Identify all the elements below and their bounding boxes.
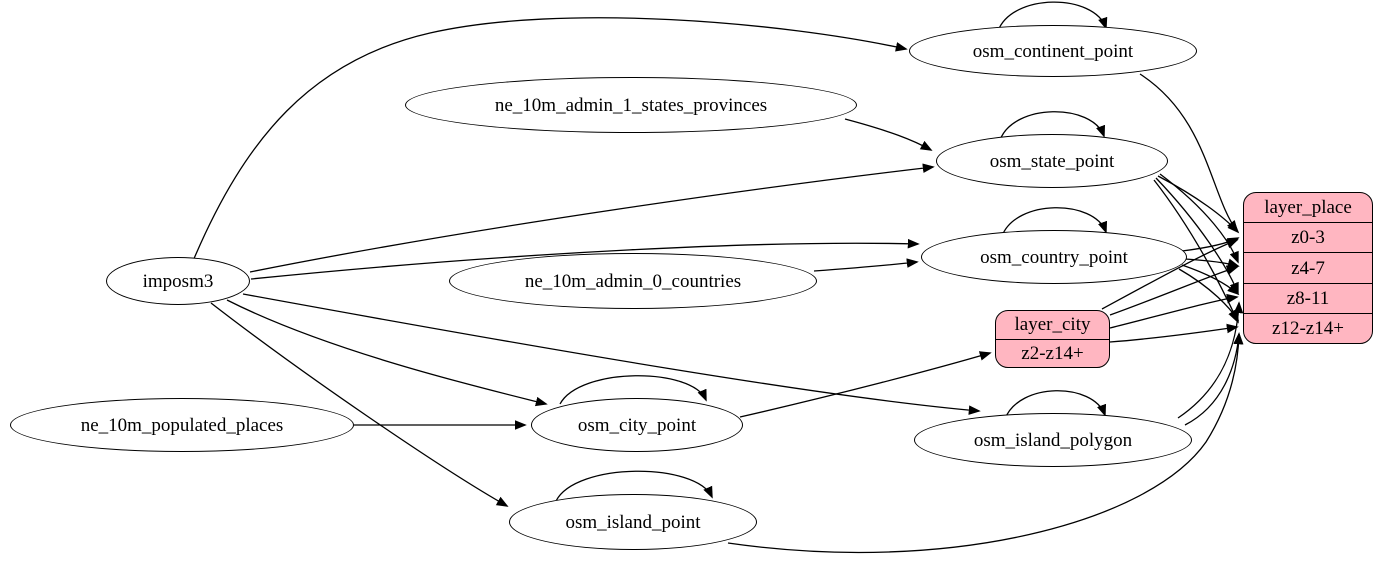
- edge-layer_city-to-layer_place:z0-3: [1101, 239, 1239, 310]
- node-osm-continent-point: osm_continent_point: [909, 25, 1197, 77]
- node-osm-island-polygon: osm_island_polygon: [914, 413, 1192, 467]
- node-osm-city-point: osm_city_point: [531, 398, 743, 452]
- edge-osm_island_point-to-layer_place:z12-z14+: [727, 332, 1244, 554]
- edge-ne_10m_admin_0_countries-to-osm_country_point: [813, 258, 919, 272]
- edge-osm_state_point-to-layer_place:z8-11: [1155, 177, 1239, 295]
- node-ne-10m-admin-1-states-provinces: ne_10m_admin_1_states_provinces: [405, 77, 857, 133]
- node-osm-country-point: osm_country_point: [921, 230, 1187, 284]
- edge-osm_city_point-to-osm_city_point: [559, 375, 707, 405]
- node-imposm3: imposm3: [106, 257, 250, 305]
- layer-city-row-z2-z14: z2-z14+: [996, 338, 1109, 368]
- layer-place-row-z0-3: z0-3: [1244, 222, 1372, 252]
- node-osm-island-point-label: osm_island_point: [565, 511, 701, 533]
- node-layer-place: layer_place z0-3 z4-7 z8-11 z12-z14+: [1243, 192, 1373, 344]
- edge-imposm3-to-osm_state_point: [249, 163, 935, 273]
- edge-imposm3-to-osm_island_polygon: [242, 293, 981, 415]
- edge-osm_continent_point-to-osm_continent_point: [997, 1, 1108, 32]
- edge-imposm3-to-osm_continent_point: [192, 17, 908, 262]
- edge-osm_country_point-to-osm_country_point: [1001, 207, 1108, 237]
- edge-layer_city-to-layer_place:z4-7: [1109, 265, 1239, 316]
- edge-imposm3-to-osm_country_point: [250, 238, 920, 280]
- node-imposm3-label: imposm3: [142, 270, 214, 292]
- layer-place-title: layer_place: [1264, 197, 1352, 219]
- layer-city-title: layer_city: [1014, 314, 1091, 336]
- edge-layer_city-to-layer_place:z12-z14+: [1109, 323, 1239, 343]
- edge-layer_city-to-layer_place:z8-11: [1109, 293, 1239, 329]
- layer-place-row-z12-z14: z12-z14+: [1244, 312, 1372, 343]
- edge-osm_state_point-to-osm_state_point: [999, 111, 1106, 141]
- node-osm-island-polygon-label: osm_island_polygon: [973, 429, 1133, 451]
- node-osm-island-point: osm_island_point: [509, 494, 757, 550]
- edge-osm_island_polygon-to-layer_place:z12-z14+: [1184, 332, 1243, 426]
- edge-osm_country_point-to-layer_place:z8-11: [1181, 264, 1240, 296]
- node-ne-10m-populated-places-label: ne_10m_populated_places: [80, 414, 284, 436]
- edge-osm_city_point-to-layer_city:z2-z14+: [739, 351, 992, 418]
- edge-osm_state_point-to-layer_place:z0-3: [1157, 175, 1240, 234]
- node-ne-10m-admin-0-countries: ne_10m_admin_0_countries: [449, 253, 817, 309]
- node-ne-10m-admin-0-countries-label: ne_10m_admin_0_countries: [524, 270, 742, 292]
- node-osm-state-point: osm_state_point: [936, 134, 1168, 188]
- node-layer-city: layer_city z2-z14+: [995, 310, 1110, 368]
- node-ne-10m-admin-1-states-provinces-label: ne_10m_admin_1_states_provinces: [494, 94, 768, 116]
- layer-place-row-z8-11: z8-11: [1244, 282, 1372, 313]
- edge-imposm3-to-osm_city_point: [226, 299, 548, 407]
- layer-place-row-z4-7: z4-7: [1244, 252, 1372, 282]
- node-osm-country-point-label: osm_country_point: [980, 246, 1128, 268]
- edge-osm_country_point-to-layer_place:z0-3: [1181, 237, 1240, 252]
- edge-imposm3-to-osm_island_point: [210, 302, 509, 507]
- edge-osm_island_polygon-to-osm_island_polygon: [1004, 390, 1107, 420]
- edge-ne_10m_admin_1_states_provinces-to-osm_state_point: [844, 118, 933, 151]
- node-osm-continent-point-label: osm_continent_point: [972, 40, 1134, 62]
- edge-osm_country_point-to-layer_place:z4-7: [1184, 258, 1240, 268]
- node-osm-city-point-label: osm_city_point: [577, 414, 697, 436]
- edge-osm_island_polygon-to-layer_place:z8-11: [1177, 301, 1244, 419]
- edge-osm_country_point-to-layer_place:z12-z14+: [1178, 268, 1239, 322]
- edge-osm_state_point-to-layer_place:z4-7: [1159, 173, 1239, 264]
- edge-osm_continent_point-to-layer_place:z0-3: [1139, 73, 1239, 233]
- node-ne-10m-populated-places: ne_10m_populated_places: [10, 398, 354, 452]
- edge-osm_island_point-to-osm_island_point: [555, 470, 713, 502]
- node-osm-state-point-label: osm_state_point: [989, 150, 1115, 172]
